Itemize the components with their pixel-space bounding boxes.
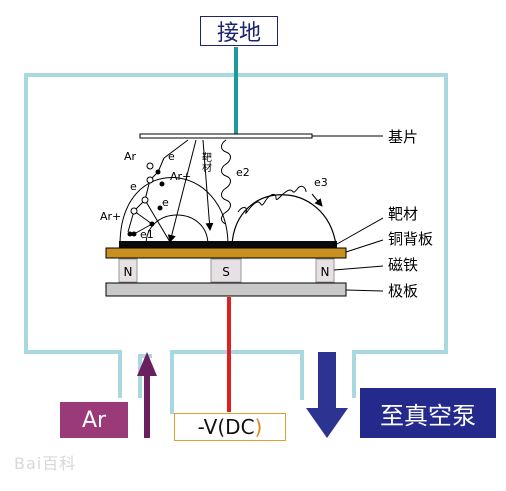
annotation-target-vertical: 靶材 [200, 151, 212, 172]
copper-backplate [105, 247, 347, 259]
target-atom-2 [131, 231, 137, 237]
watermark: Bai百科 [14, 454, 77, 473]
chamber-wall-right [236, 73, 448, 398]
vacuum-pump-label: 至真空泵 [380, 401, 476, 430]
electron-path-e3 [237, 185, 307, 214]
electron-dot-3 [157, 205, 163, 211]
ground-label-box: 接地 [200, 16, 278, 46]
chamber-wall-left [24, 73, 236, 398]
annotation-e-left: e [130, 180, 137, 193]
magnet-center [210, 258, 242, 283]
dc-voltage-box: -V(DC) [174, 413, 286, 441]
label-substrate: 基片 [388, 128, 418, 146]
electron-dot-1 [155, 169, 161, 175]
electron-path-e2 [221, 139, 231, 225]
field-line-right [231, 194, 337, 246]
ar-gas-box: Ar [60, 402, 128, 438]
vacuum-pump-box: 至真空泵 [360, 388, 496, 438]
ar-atom-top [146, 162, 154, 170]
substrate-plate [139, 133, 313, 139]
ar-atom-2 [141, 196, 149, 204]
annotation-e3: e3 [314, 176, 328, 189]
field-line-left-outer [119, 177, 229, 246]
label-target: 靶材 [388, 205, 418, 223]
electron-dot-4 [149, 221, 155, 227]
vacuum-outlet-arrow [306, 352, 348, 438]
ground-label: 接地 [216, 21, 261, 46]
magnet-center-label: S [222, 265, 230, 279]
ar-gas-label: Ar [81, 407, 107, 433]
annotation-ar-plus-left: Ar+ [100, 210, 121, 223]
annotation-e-middle: e [162, 196, 169, 209]
label-magnet: 磁铁 [388, 256, 418, 274]
label-pole-plate: 极板 [388, 282, 418, 300]
annotation-ar-plus-top: Ar+ [170, 170, 191, 183]
annotation-e1: e1 [140, 228, 154, 241]
field-line-left-inner [145, 214, 209, 246]
label-leaders [333, 217, 384, 292]
magnet-left-label: N [124, 265, 133, 279]
annotation-e2: e2 [236, 166, 250, 179]
electron-e3-arrow [311, 193, 323, 207]
dc-voltage-label: -V(DC [197, 415, 255, 439]
ar-ion-1 [146, 176, 154, 184]
pole-plate [105, 282, 347, 297]
magnet-left [118, 258, 138, 283]
ar-inlet-arrow [137, 352, 157, 438]
label-copper-backplate: 铜背板 [388, 230, 433, 248]
ar-ion-2 [130, 207, 138, 215]
electron-dot-2 [159, 181, 165, 187]
particles [127, 162, 165, 237]
target-atom-1 [127, 231, 133, 237]
annotation-ar: Ar [124, 150, 137, 163]
chamber-inner-middle [170, 350, 304, 414]
magnet-right-label: N [321, 265, 330, 279]
magnet-right [315, 258, 335, 283]
annotation-e-top: e [168, 150, 175, 163]
dc-voltage-paren: ) [254, 415, 263, 439]
